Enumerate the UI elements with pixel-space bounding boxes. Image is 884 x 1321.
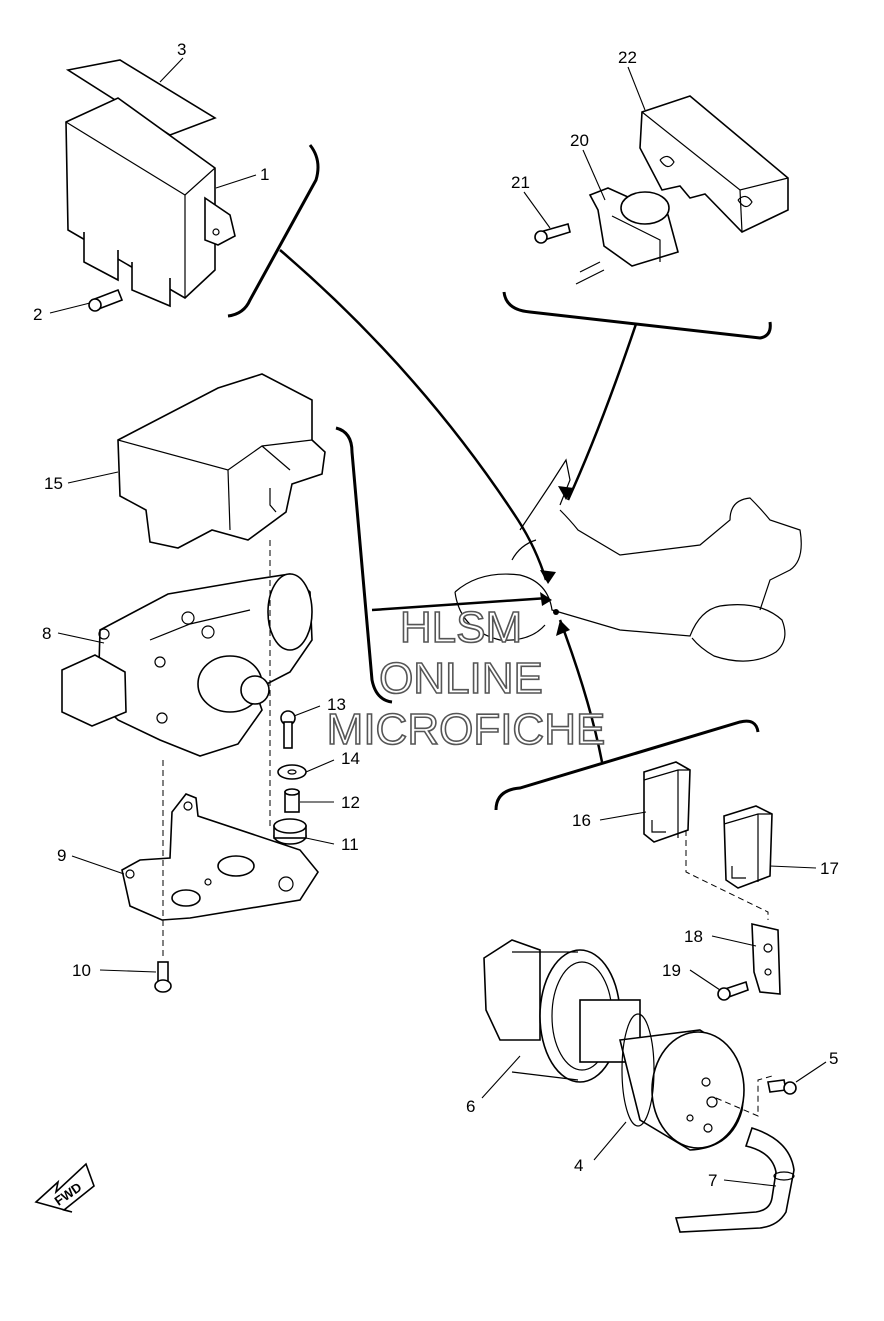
callout-17: 17 [820,859,839,878]
callout-4: 4 [574,1156,583,1175]
locator-dot [553,609,559,615]
alignment-line-relays [685,830,769,920]
callout-18: 18 [684,927,703,946]
callout-group: 3 1 2 22 20 21 15 8 13 14 12 11 9 10 16 … [33,40,839,1190]
watermark-line-1: HLSM [400,603,522,652]
group-bracket-relay [502,291,772,340]
group-bracket-pump [494,719,760,811]
group-bracket-abs [335,426,393,704]
pointer-line-relay [566,323,638,501]
callout-11: 11 [341,835,359,854]
callout-19: 19 [662,961,681,980]
part-21-screw [534,223,571,244]
callout-22: 22 [618,48,637,67]
callout-14: 14 [341,749,360,768]
part-9-bracket [121,793,319,921]
part-13-bolt [280,710,296,749]
part-4-fuel-pump [579,999,745,1151]
part-22-cover [639,95,789,233]
callout-10: 10 [72,961,91,980]
part-11-grommet [273,818,307,845]
pointer-line-abs [371,596,549,612]
callout-21: 21 [511,173,530,192]
callout-15: 15 [44,474,63,493]
callout-3: 3 [177,40,186,59]
part-8-actuator [61,573,313,757]
callout-7: 7 [708,1171,717,1190]
arrow-head-2 [540,570,556,584]
part-1-control-unit [65,97,236,308]
callout-5: 5 [829,1049,838,1068]
watermark-line-2: ONLINE [379,654,543,703]
arrow-head-4 [556,620,570,636]
arrow-head-1 [558,486,574,500]
part-17-relay [723,805,773,889]
pointer-line-pump [558,619,604,763]
part-2-screw [88,288,124,312]
alignment-line-pump [715,1075,773,1117]
motorcycle-silhouette [454,458,802,662]
callout-16: 16 [572,811,591,830]
part-7-hose [674,1126,795,1233]
callout-1: 1 [260,165,269,184]
part-14-washer [277,764,307,780]
part-18-bracket [751,922,781,995]
part-10-bolt [154,961,172,993]
part-12-collar [284,788,300,813]
part-16-relay [643,761,691,843]
arrow-head-3 [540,592,552,606]
part-5-screw [767,1079,797,1095]
callout-12: 12 [341,793,360,812]
part-19-screw [717,980,749,1001]
watermark-line-3: MICROFICHE [327,705,606,754]
fwd-arrow-icon: FWD [34,1162,95,1213]
watermark: HLSM ONLINE MICROFICHE [326,602,606,755]
callout-8: 8 [42,624,51,643]
part-15-cover [117,373,326,549]
part-20-relay [575,187,679,285]
callout-13: 13 [327,695,346,714]
callout-20: 20 [570,131,589,150]
group-bracket-ecu [227,144,320,318]
callout-9: 9 [57,846,66,865]
callout-2: 2 [33,305,42,324]
callout-6: 6 [466,1097,475,1116]
pointer-line-ecu [279,249,548,581]
